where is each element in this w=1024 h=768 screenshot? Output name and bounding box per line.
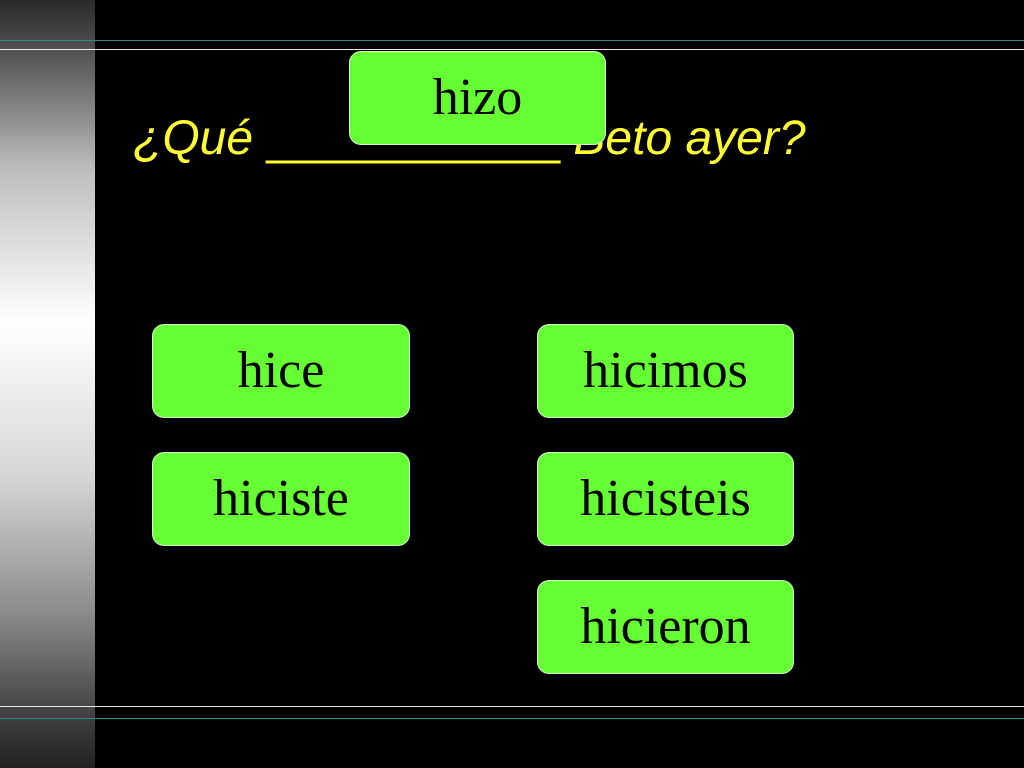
bottom-teal-rule — [0, 718, 1024, 719]
top-white-rule — [0, 49, 1024, 50]
gradient-side-bar — [0, 0, 95, 768]
bottom-white-rule — [0, 706, 1024, 707]
option-tile-hicieron[interactable]: hicieron — [537, 580, 794, 674]
question-prefix: ¿Qué — [133, 112, 254, 165]
top-teal-rule — [0, 40, 1024, 41]
option-tile-hicimos[interactable]: hicimos — [537, 324, 794, 418]
option-tile-hice[interactable]: hice — [152, 324, 410, 418]
option-tile-hicisteis[interactable]: hicisteis — [537, 452, 794, 546]
answer-tile[interactable]: hizo — [349, 51, 606, 145]
option-tile-hiciste[interactable]: hiciste — [152, 452, 410, 546]
question-suffix: Beto ayer? — [573, 112, 806, 165]
